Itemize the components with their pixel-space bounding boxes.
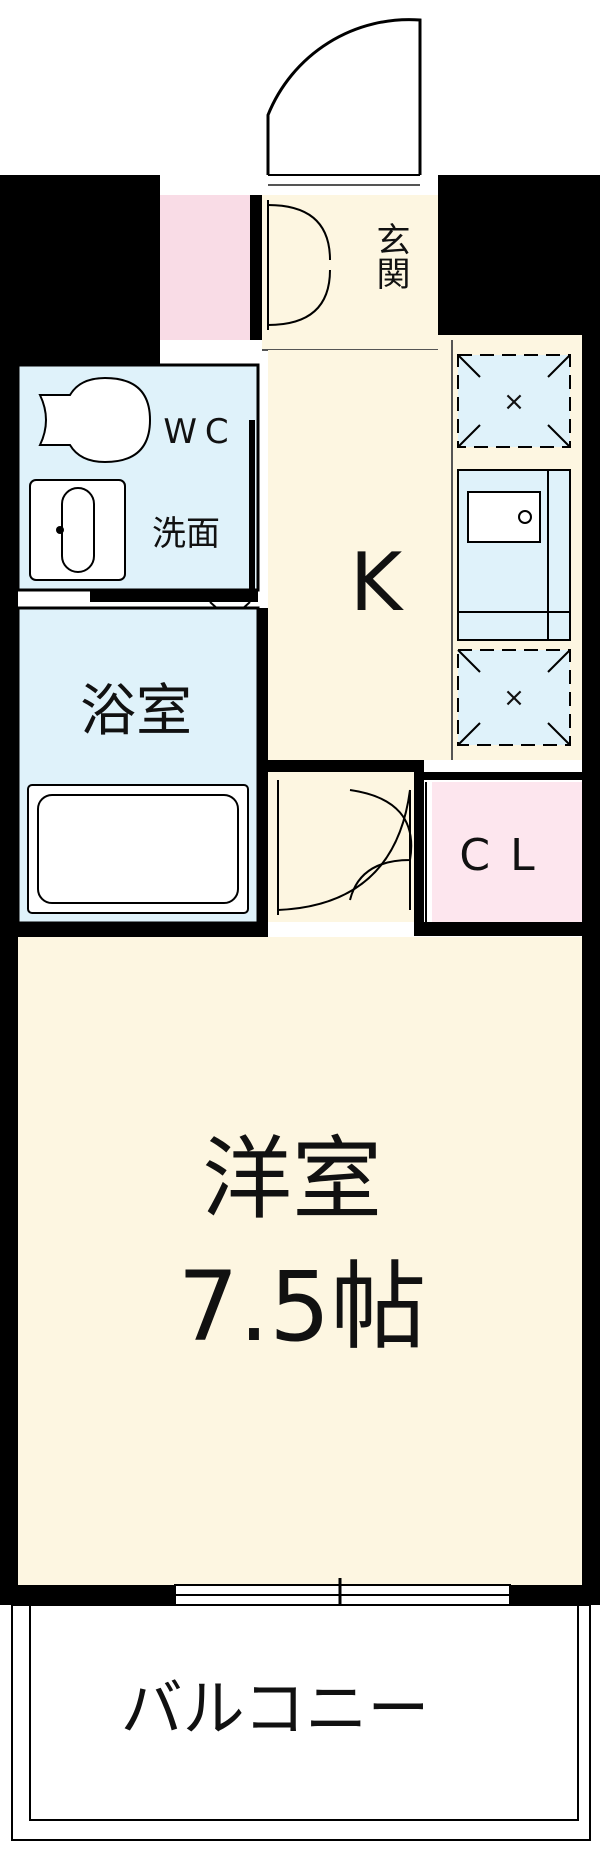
closet-label: CL bbox=[459, 830, 554, 881]
fridge-space-icon bbox=[457, 649, 571, 746]
kitchen-label: K bbox=[350, 536, 405, 629]
wall-left bbox=[0, 175, 18, 1605]
balcony-label: バルコニー bbox=[121, 1672, 430, 1745]
western-room bbox=[18, 937, 582, 1585]
senmen-label: 洗面 bbox=[152, 514, 220, 554]
western-room-label: 洋室 bbox=[202, 1127, 382, 1232]
bath-label: 浴室 bbox=[80, 679, 192, 744]
svg-text:×: × bbox=[503, 387, 525, 417]
wall-top-right bbox=[438, 175, 600, 335]
balcony-area bbox=[11, 1604, 591, 1841]
toilet-icon bbox=[38, 376, 152, 464]
genkan-label: 玄関 bbox=[370, 222, 410, 290]
wc-label: WC bbox=[163, 412, 236, 452]
western-room-size: 7.5帖 bbox=[178, 1251, 427, 1363]
wall-top-left bbox=[0, 175, 160, 365]
shoe-closet-door bbox=[267, 204, 331, 326]
entry-door-swing bbox=[266, 18, 422, 175]
bathtub-icon bbox=[27, 784, 249, 914]
stove-icon bbox=[457, 354, 571, 448]
genkan-area bbox=[262, 195, 438, 350]
svg-text:×: × bbox=[503, 683, 525, 713]
closet-room bbox=[432, 782, 582, 922]
shoe-closet bbox=[160, 195, 250, 340]
hall-door-swing bbox=[277, 789, 411, 911]
wall-right bbox=[582, 175, 600, 1605]
